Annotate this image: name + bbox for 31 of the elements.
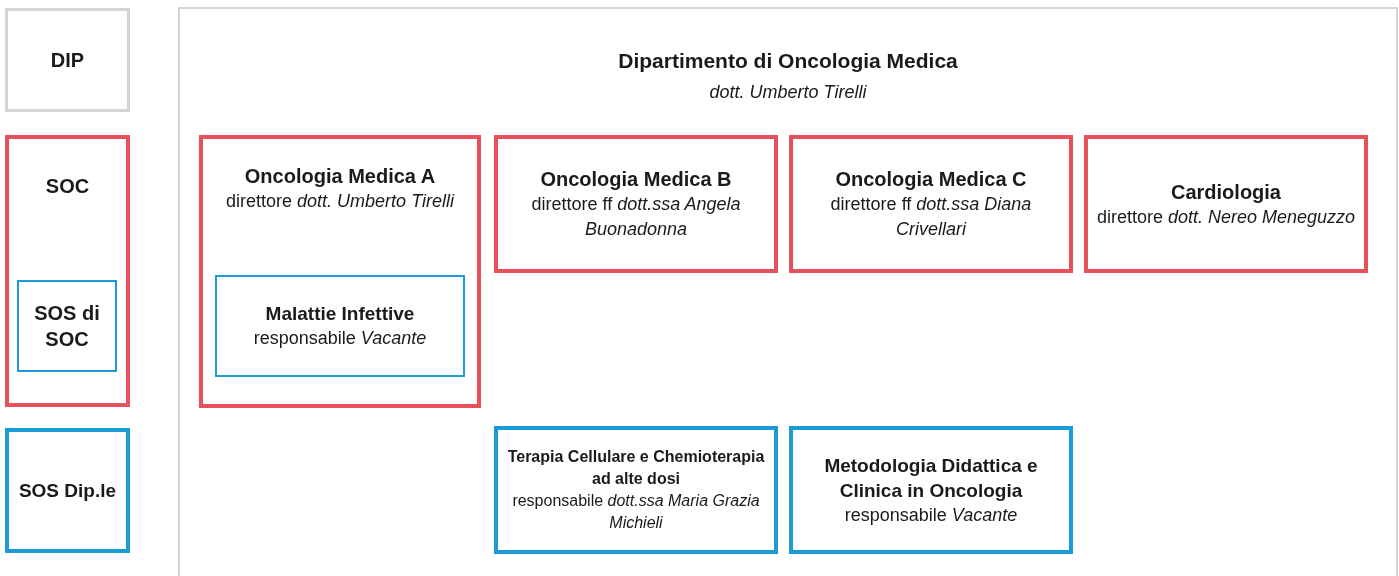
unit-box [494,426,778,554]
director-text: responsabile Vacante [253,327,427,350]
level-label-box [5,428,130,553]
unit-title: Oncologia Medica B [540,167,732,192]
director-text: direttore ff dott.ssa Angela Buonadonna [530,193,742,241]
unit-title: Metodologia Didattica e Clinica in Oncologia [823,453,1039,503]
unit-title: Oncologia Medica C [835,167,1027,192]
unit-title: Malattie Infettive [265,302,415,326]
department-panel [178,7,1398,576]
unit-box [789,135,1073,273]
director-text: direttore ff dott.ssa Diana Crivellari [829,193,1033,241]
unit-box [215,275,465,377]
unit-title: Oncologia Medica A [244,164,436,189]
unit-box [789,426,1073,554]
level-label: SOC [45,174,90,199]
level-label: SOS di SOC [33,301,101,352]
director-text: direttore dott. Nereo Meneguzzo [1096,205,1356,229]
unit-box [199,135,481,408]
level-label-box [5,8,130,112]
level-label: SOS Dip.le [18,479,117,503]
director-text: direttore dott. Umberto Tirelli [226,190,454,213]
department-title: Dipartimento di Oncologia Medica [618,48,958,74]
director-text: dott. Umberto Tirelli [709,81,867,104]
level-label-box [5,135,130,407]
unit-box [1084,135,1368,273]
unit-title: Cardiologia [1171,179,1281,205]
level-label: DIP [50,48,85,73]
director-text: responsabile dott.ssa Maria Grazia Michieli [511,491,761,533]
unit-box [494,135,778,273]
level-label-box [17,280,117,372]
director-text: responsabile Vacante [844,503,1018,527]
